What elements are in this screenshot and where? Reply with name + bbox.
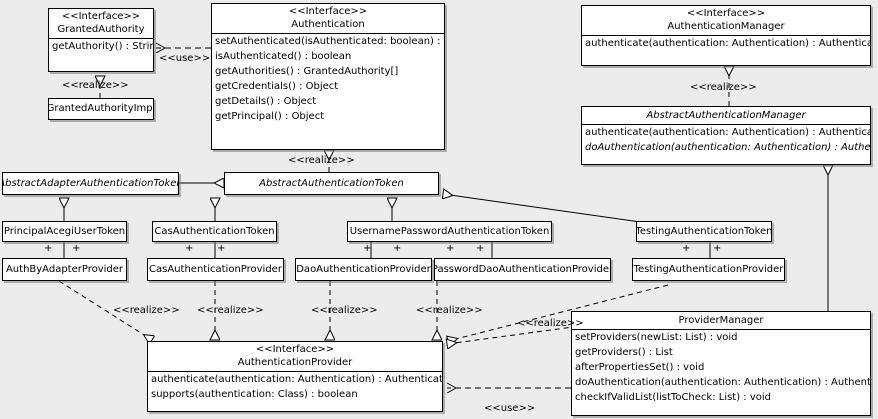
edge-label-use-provider-manager: <<use>> [484,403,536,414]
operation: authenticate(authentication: Authenticat… [151,374,443,385]
edge-label-realize-provider-manager: <<realize>> [517,318,584,329]
association-mark-plus: + [682,243,691,254]
operation: getCredentials() : Object [215,81,339,92]
association-mark-plus: + [185,243,194,254]
class-name: TestingAuthenticationToken [636,225,772,237]
edge-label-use-granted-authority: <<use>> [159,53,211,64]
operation: authenticate(authentication: Authenticat… [585,38,871,49]
operation: doAuthentication(authentication: Authent… [585,142,871,153]
operation: getDetails() : Object [215,96,317,107]
class-name: PasswordDaoAuthenticationProvider [434,263,611,275]
class-dao-authentication-provider[interactable]: DaoAuthenticationProvider [295,258,432,281]
class-password-dao-authentication-provider[interactable]: PasswordDaoAuthenticationProvider [434,258,611,281]
stereotype-label: <<Interface>> [61,11,141,22]
class-auth-by-adapter-provider[interactable]: AuthByAdapterProvider [2,258,127,281]
class-name: CasAuthenticationToken [154,225,275,237]
association-mark-plus: + [446,243,455,254]
class-testing-authentication-provider[interactable]: TestingAuthenticationProvider [632,258,785,281]
class-name: PrincipalAcegiUserToken [3,225,126,237]
class-name: AuthByAdapterProvider [5,263,124,275]
class-testing-authentication-token[interactable]: TestingAuthenticationToken [636,221,772,242]
operations-compartment: authenticate(authentication: Authenticat… [148,372,442,402]
class-authentication-manager[interactable]: <<Interface>> AuthenticationManager auth… [581,5,871,66]
section-divider [582,35,870,36]
association-mark-plus: + [72,243,81,254]
operation: setAuthenticated(isAuthenticated: boolea… [215,36,445,47]
class-cas-authentication-provider[interactable]: CasAuthenticationProvider [147,258,284,281]
operations-compartment: authenticate(authentication: Authenticat… [582,125,870,155]
section-divider [582,124,870,125]
class-authentication-provider[interactable]: <<Interface>> AuthenticationProvider aut… [147,341,443,412]
stereotype-label: <<Interface>> [255,344,335,355]
edge-label-realize-granted-authority-impl: <<realize>> [62,80,129,91]
class-header: <<Interface>> Authentication [212,4,444,33]
association-mark-plus: + [217,243,226,254]
class-username-password-authentication-token[interactable]: UsernamePasswordAuthenticationToken [347,221,552,242]
operation: afterPropertiesSet() : void [575,362,705,373]
association-mark-plus: + [713,243,722,254]
operation: checkIfValidList(listToCheck: List) : vo… [575,392,772,403]
class-abstract-adapter-authentication-token[interactable]: AbstractAdapterAuthenticationToken [2,172,179,195]
association-mark-plus: + [44,243,53,254]
operation: doAuthentication(authentication: Authent… [575,377,871,388]
stereotype-label: <<Interface>> [288,6,368,17]
class-header: <<Interface>> AuthenticationManager [582,6,870,35]
class-authentication[interactable]: <<Interface>> Authentication setAuthenti… [211,3,445,150]
class-cas-authentication-token[interactable]: CasAuthenticationToken [152,221,277,242]
operation: getAuthorities() : GrantedAuthority[] [215,66,399,77]
class-name: GrantedAuthorityImpl [48,103,154,114]
class-header: <<Interface>> AuthenticationProvider [148,342,442,371]
class-name: GrantedAuthority [57,24,145,35]
operation: getProviders() : List [575,347,673,358]
operations-compartment: getAuthority() : String [49,39,153,54]
class-header: <<Interface>> GrantedAuthority [49,9,153,38]
edge-label-realize-abstract-authentication-token: <<realize>> [288,155,355,166]
operations-compartment: setAuthenticated(isAuthenticated: boolea… [212,34,444,124]
association-mark-plus: + [393,243,402,254]
class-name: ProviderManager [678,315,764,326]
class-granted-authority[interactable]: <<Interface>> GrantedAuthority getAuthor… [48,8,154,72]
class-header: AbstractAuthenticationManager [582,107,870,124]
edge-label-realize-dao-provider: <<realize>> [311,305,378,316]
class-name: AbstractAdapterAuthenticationToken [2,177,179,189]
operation: getPrincipal() : Object [215,111,325,122]
class-name: DaoAuthenticationProvider [296,263,431,275]
operation: isAuthenticated() : boolean [215,51,352,62]
class-provider-manager[interactable]: ProviderManager setProviders(newList: Li… [571,311,871,416]
class-name: AuthenticationManager [667,21,785,32]
operation: setProviders(newList: List) : void [575,332,738,343]
class-name: AuthenticationProvider [237,357,353,368]
class-header: ProviderManager [572,312,870,329]
class-name: TestingAuthenticationProvider [633,263,784,275]
class-name: Authentication [291,19,365,30]
operation: supports(authentication: Class) : boolea… [151,389,358,400]
edge-label-realize-password-dao-provider: <<realize>> [416,305,483,316]
class-name: AbstractAuthenticationManager [646,110,806,121]
operations-compartment: setProviders(newList: List) : void getPr… [572,330,870,405]
operation: authenticate(authentication: Authenticat… [585,127,871,138]
section-divider [49,38,153,39]
class-abstract-authentication-token[interactable]: AbstractAuthenticationToken [224,172,439,195]
operation: getAuthority() : String [52,41,154,52]
association-mark-plus: + [363,243,372,254]
edge-label-realize-cas-provider: <<realize>> [197,305,264,316]
stereotype-label: <<Interface>> [686,8,766,19]
operations-compartment: authenticate(authentication: Authenticat… [582,36,870,51]
edge-label-realize-abstract-authentication-manager: <<realize>> [690,82,757,93]
class-abstract-authentication-manager[interactable]: AbstractAuthenticationManager authentica… [581,106,871,165]
section-divider [148,371,442,372]
class-name: CasAuthenticationProvider [149,263,282,275]
section-divider [572,329,870,330]
class-principal-acegi-user-token[interactable]: PrincipalAcegiUserToken [2,221,127,242]
class-granted-authority-impl[interactable]: GrantedAuthorityImpl [48,98,154,120]
class-name: UsernamePasswordAuthenticationToken [349,225,550,237]
section-divider [212,33,444,34]
edge-label-realize-auth-by-adapter-provider: <<realize>> [113,305,180,316]
association-mark-plus: + [476,243,485,254]
class-name: AbstractAuthenticationToken [259,177,404,189]
